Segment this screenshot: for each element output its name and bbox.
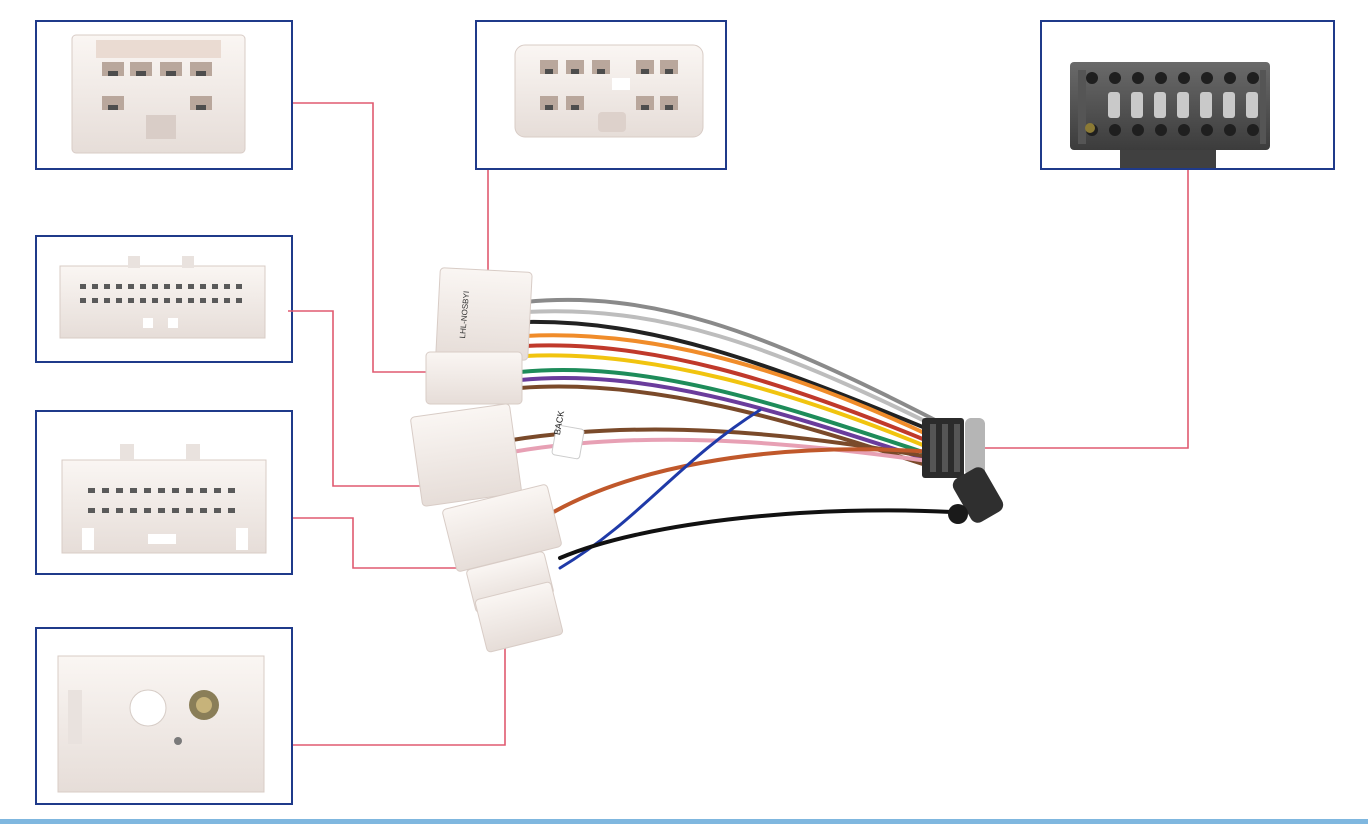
connector-mid-left-image — [59, 256, 266, 339]
harness-plugs — [410, 267, 564, 653]
connector-lower-left-image — [61, 444, 267, 554]
leader-line-lower-left — [293, 517, 470, 569]
leader-line-top-left — [293, 102, 435, 373]
connector-top-middle-image — [514, 44, 704, 138]
leader-line-bottom-left — [293, 640, 506, 746]
leader-lines — [288, 102, 1189, 746]
leader-line-mid-left — [288, 310, 440, 487]
connector-bottom-left-image — [57, 655, 265, 793]
connector-top-right-image — [1070, 62, 1270, 168]
cable-tag-back — [551, 424, 585, 460]
harness-iso-plug — [922, 418, 964, 478]
pin-row-lower — [80, 298, 242, 303]
connector-top-left-image — [71, 34, 246, 154]
harness-wires — [510, 297, 954, 570]
pin-row-upper — [80, 284, 242, 289]
bottom-rule — [0, 819, 1368, 824]
leader-line-top-right — [985, 170, 1189, 449]
harness-antenna-plug — [948, 418, 1004, 524]
